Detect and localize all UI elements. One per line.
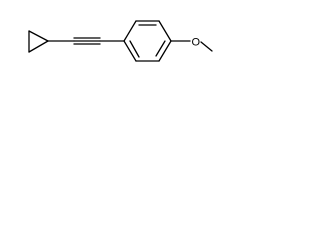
cyclopropyl-bond <box>28 30 49 42</box>
oxygen-to-methyl-bond <box>200 41 213 52</box>
ring-bond <box>158 40 172 62</box>
ring-double-bond-inner <box>155 40 166 57</box>
ring-bond <box>158 20 172 42</box>
cyclopropyl-bond <box>28 40 49 53</box>
alkyne-triple-bond <box>73 37 101 45</box>
oxygen-atom-label: O <box>192 37 201 49</box>
ring-bond <box>123 40 137 62</box>
benzene-ring <box>123 20 172 62</box>
ring-bond <box>123 20 137 42</box>
molecule-drawing: O <box>28 20 213 62</box>
ring-double-bond-inner <box>129 40 140 58</box>
chemical-structure-canvas: O <box>0 0 236 82</box>
cyclopropyl-ring <box>28 30 49 53</box>
